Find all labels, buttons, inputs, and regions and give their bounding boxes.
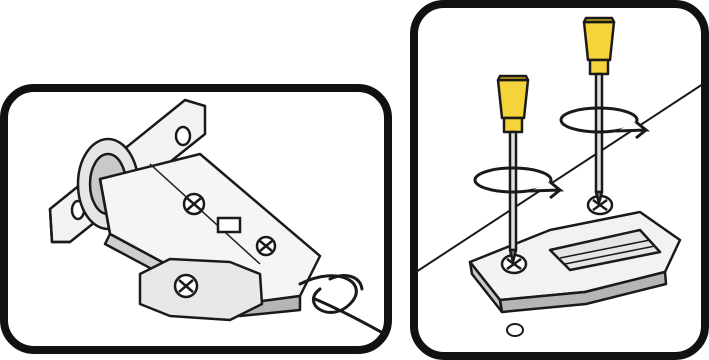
adjust-slot: [218, 218, 240, 232]
hinge-closeup-panel: [0, 84, 392, 354]
drill-hole: [507, 324, 523, 336]
mounting-plate: [140, 259, 262, 320]
screwdriver-install-illustration: [410, 0, 709, 360]
screwdriver-install-panel: [410, 0, 709, 360]
hinge-closeup-illustration: [0, 84, 392, 354]
